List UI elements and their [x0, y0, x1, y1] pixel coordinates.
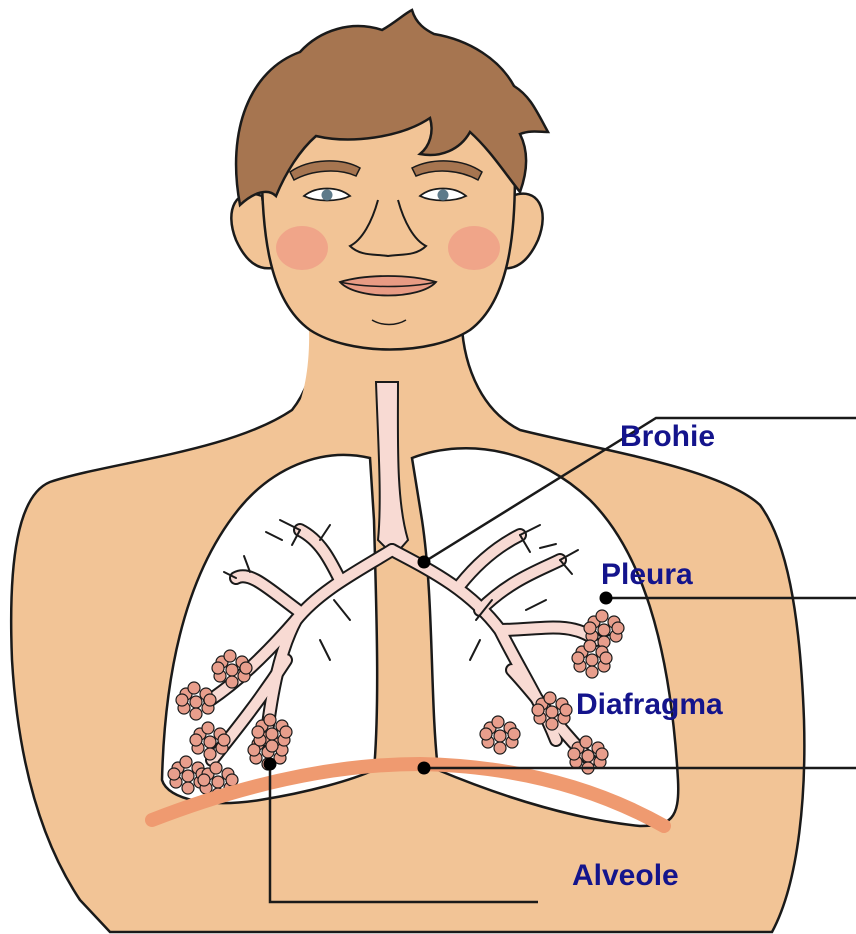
label-pleura: Pleura — [601, 558, 693, 591]
diaphragm-pointer-dot — [418, 762, 431, 775]
bronchi-pointer-dot — [418, 556, 431, 569]
label-bronchi: Brohie — [620, 420, 715, 453]
pleura-pointer-dot — [600, 592, 613, 605]
label-alveoli: Alveole — [572, 859, 679, 892]
right-cheek — [448, 226, 500, 270]
left-cheek — [276, 226, 328, 270]
alveoli-pointer-dot — [264, 758, 277, 771]
label-diaphragm: Diafragma — [576, 688, 723, 721]
